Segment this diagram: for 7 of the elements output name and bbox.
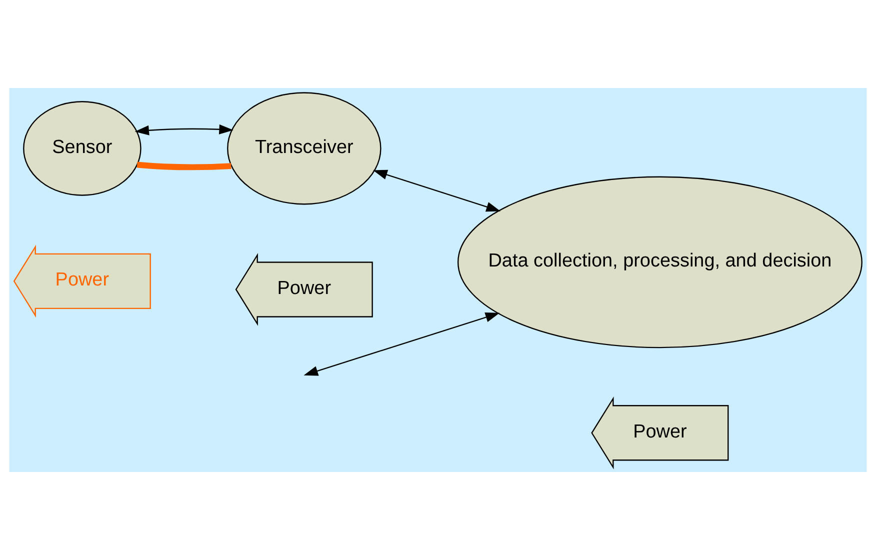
connector [136,161,231,170]
arrow [303,312,500,376]
node-ellipse: Data collection, processing, and decision [456,176,862,348]
node-ellipse: Transceiver [226,92,381,204]
arrow [134,124,233,135]
node-ellipse: Sensor [22,100,141,196]
arrow [372,169,500,212]
